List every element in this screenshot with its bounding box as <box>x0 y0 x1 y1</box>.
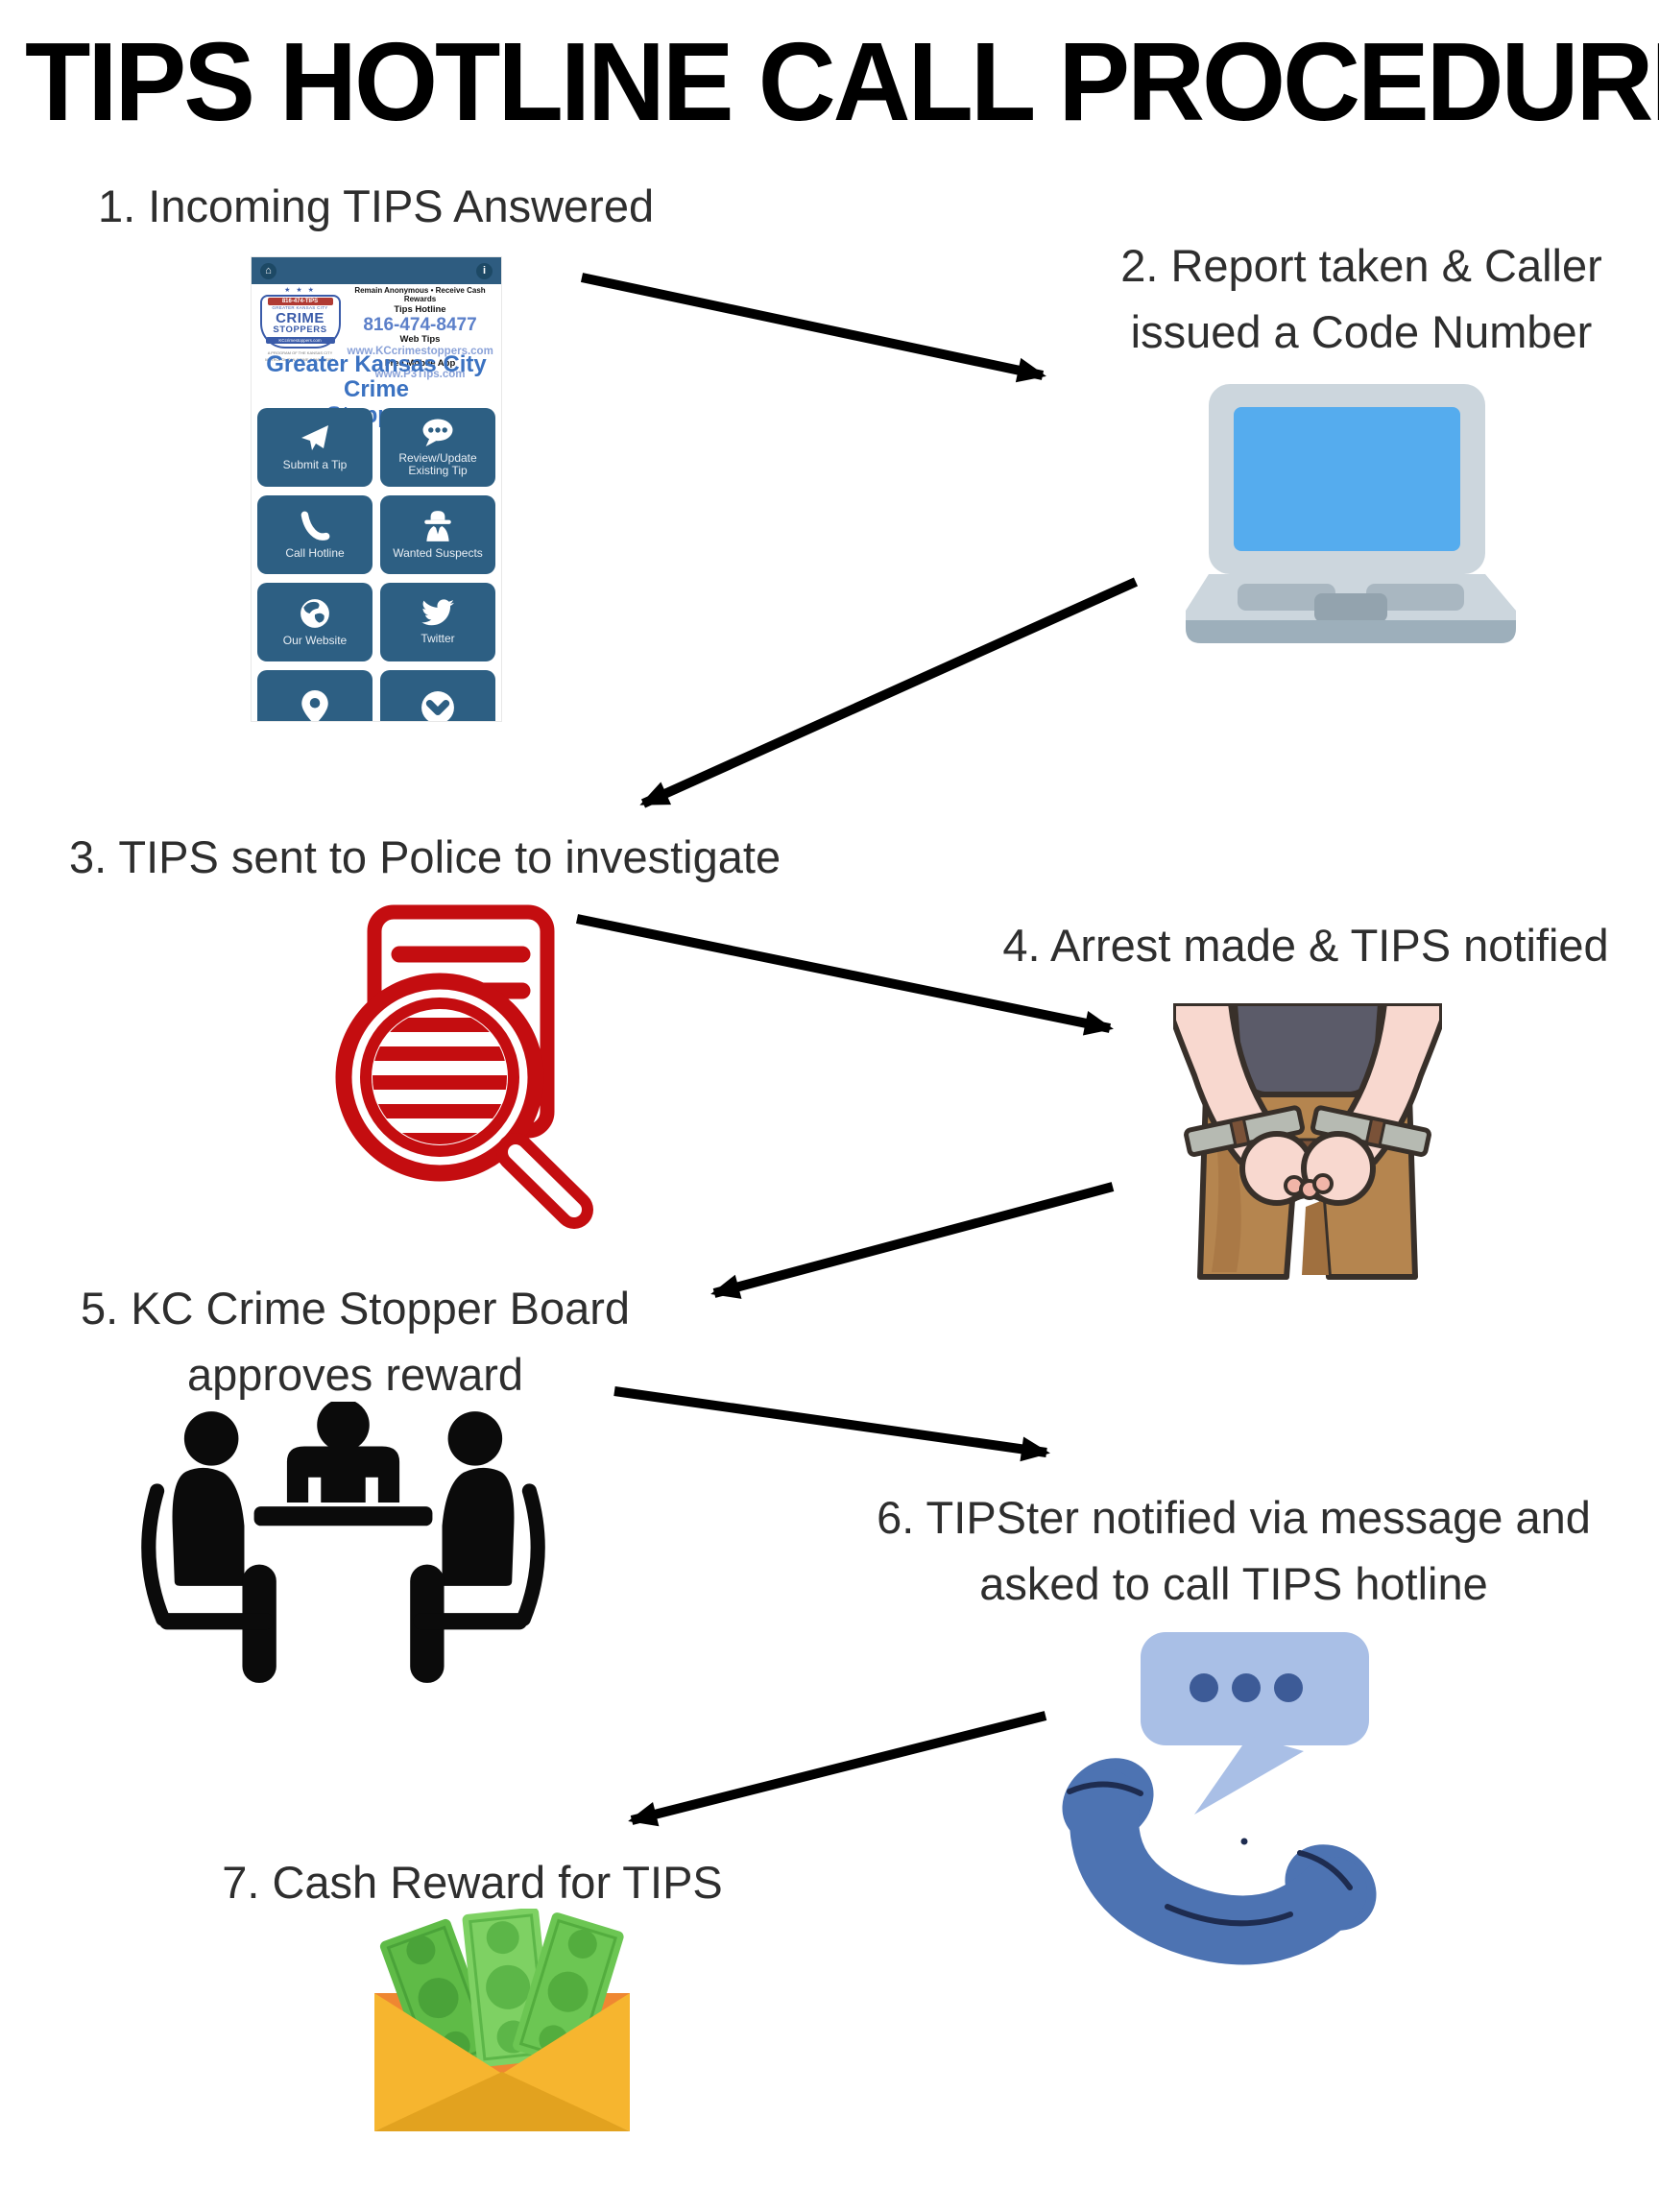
step-3-line-1: 3. TIPS sent to Police to investigate <box>69 831 781 882</box>
mobile-app-label: Free Mobile App <box>384 357 456 369</box>
badge-name-line2: STOPPERS <box>273 325 327 335</box>
home-icon[interactable]: ⌂ <box>260 262 276 279</box>
app-button-label: Review/Update Existing Tip <box>398 450 477 477</box>
cash-envelope-icon <box>374 1909 630 2131</box>
phone-message-icon <box>1062 1632 1377 1965</box>
spy-icon <box>424 510 451 541</box>
app-button-grid: Submit a Tip Review/Update Existing Tip … <box>257 408 495 721</box>
hotline-number: 816-474-8477 <box>363 314 477 335</box>
arrow-step2-to-step3 <box>639 577 1139 808</box>
badge-region: GREATER KANSAS CITY <box>272 305 328 310</box>
arrow-step4-to-step5 <box>710 1182 1115 1299</box>
app-button-our-website[interactable]: Our Website <box>257 583 373 661</box>
arrow-step1-to-step2 <box>580 273 1046 383</box>
app-button-call-hotline[interactable]: Call Hotline <box>257 495 373 574</box>
phone-icon <box>301 511 330 541</box>
badge-shield: 816-474-TIPS GREATER KANSAS CITY CRIME S… <box>259 295 341 349</box>
step-4-label: 4. Arrest made & TIPS notified <box>960 912 1651 978</box>
app-button-label: Our Website <box>282 633 348 647</box>
step-1-label: 1. Incoming TIPS Answered <box>98 173 770 239</box>
crimestoppers-badge: ★ ★ ★ 816-474-TIPS GREATER KANSAS CITY C… <box>259 287 341 362</box>
app-tagline: Remain Anonymous • Receive Cash Rewards <box>354 286 486 303</box>
info-icon[interactable]: i <box>476 262 493 279</box>
app-org-name-line1: Greater Kansas City Crime <box>266 351 487 403</box>
chat-bubble-icon <box>422 419 453 446</box>
paper-plane-icon <box>301 424 328 450</box>
arrow-step6-to-step7 <box>628 1711 1047 1827</box>
step-6-line-1: 6. TIPSter notified via message and <box>877 1492 1591 1543</box>
twitter-icon <box>421 599 454 626</box>
step-6-line-2: asked to call TIPS hotline <box>979 1558 1488 1610</box>
badge-ribbon: KCcrimestoppers.com <box>265 337 335 344</box>
handcuffed-person-icon <box>1173 1003 1442 1280</box>
web-tips-label: Web Tips <box>399 334 441 346</box>
step-5-label: 5. KC Crime Stopper Board approves rewar… <box>43 1275 667 1407</box>
document-magnifier-icon <box>335 904 593 1229</box>
step-1-line-1: 1. Incoming TIPS Answered <box>98 180 655 231</box>
step-5-line-1: 5. KC Crime Stopper Board <box>80 1283 631 1334</box>
globe-icon <box>301 598 329 628</box>
app-button-wanted-suspects[interactable]: Wanted Suspects <box>380 495 495 574</box>
app-contact-block: Remain Anonymous • Receive Cash Rewards … <box>347 286 493 381</box>
app-button-label: Submit a Tip <box>282 457 348 471</box>
app-button-submit-tip[interactable]: Submit a Tip <box>257 408 373 487</box>
location-pin-icon <box>301 689 328 721</box>
badge-stars: ★ ★ ★ <box>284 287 316 294</box>
badge-caption-line1: A PROGRAM OF THE KANSAS CITY <box>267 350 333 355</box>
chevron-down-icon <box>421 690 454 721</box>
web-tips-url[interactable]: www.KCcrimestoppers.com <box>347 346 493 358</box>
step-5-line-2: approves reward <box>186 1349 524 1401</box>
step-3-label: 3. TIPS sent to Police to investigate <box>69 824 933 890</box>
app-button-more[interactable] <box>380 670 495 721</box>
badge-name-line1: CRIME <box>276 310 325 326</box>
app-button-location[interactable] <box>257 670 373 721</box>
app-button-review-tip[interactable]: Review/Update Existing Tip <box>380 408 495 487</box>
laptop-icon <box>1186 384 1516 643</box>
step-7-label: 7. Cash Reward for TIPS <box>184 1849 760 1915</box>
app-header-bar: ⌂ i <box>252 257 501 284</box>
step-2-line-2: issued a Code Number <box>1130 306 1593 358</box>
badge-caption-line2: METROPOLITAN CRIME COMMISSION <box>265 357 335 362</box>
app-logo-row: ★ ★ ★ 816-474-TIPS GREATER KANSAS CITY C… <box>252 286 501 381</box>
step-2-label: 2. Report taken & Caller issued a Code N… <box>1073 232 1649 365</box>
hotline-label: Tips Hotline <box>394 303 446 315</box>
app-button-label: Call Hotline <box>285 545 345 560</box>
app-button-label: Wanted Suspects <box>393 545 483 560</box>
crimestoppers-app-screenshot: ⌂ i ★ ★ ★ 816-474-TIPS GREATER KANSAS CI… <box>251 256 502 722</box>
step-4-line-1: 4. Arrest made & TIPS notified <box>1002 920 1609 971</box>
step-2-line-1: 2. Report taken & Caller <box>1120 240 1602 291</box>
arrow-step5-to-step6 <box>613 1386 1050 1462</box>
badge-phone-strip: 816-474-TIPS <box>267 298 333 305</box>
step-6-label: 6. TIPSter notified via message and aske… <box>811 1484 1656 1617</box>
step-7-line-1: 7. Cash Reward for TIPS <box>222 1857 723 1908</box>
app-button-twitter[interactable]: Twitter <box>380 583 495 661</box>
app-button-label: Twitter <box>421 631 455 645</box>
mobile-app-url[interactable]: www.P3Tips.com <box>374 369 466 381</box>
page-title: TIPS HOTLINE CALL PROCEDURE <box>25 19 1659 145</box>
board-meeting-icon <box>141 1402 545 1683</box>
